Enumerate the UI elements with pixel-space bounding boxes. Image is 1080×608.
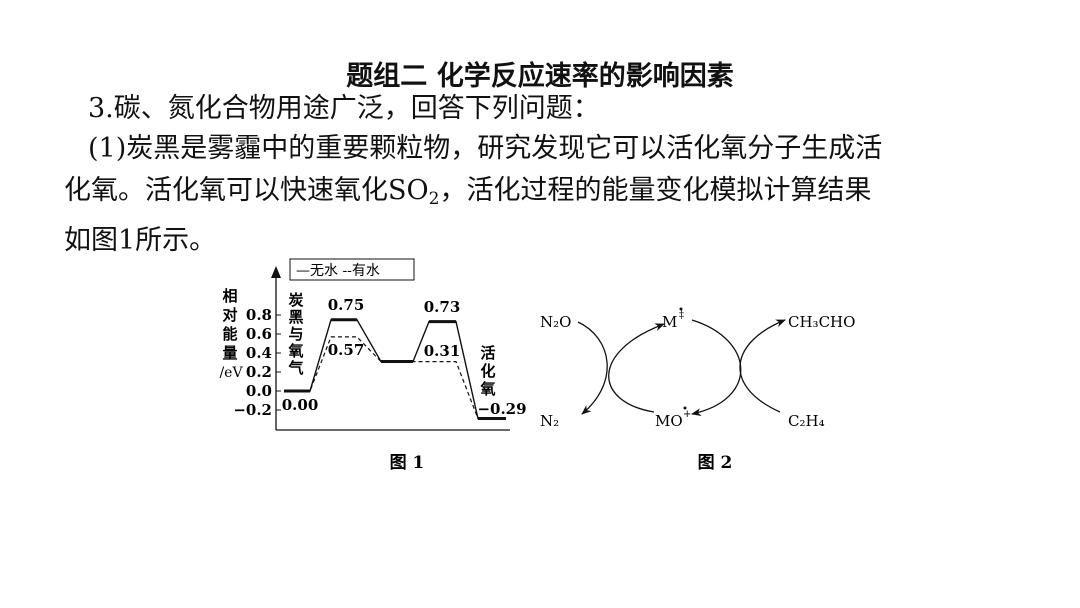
y-tick-label: −0.2 [233,401,272,419]
species-ch3cho: CH₃CHO [788,313,855,331]
annotation-product: −0.29 [477,400,526,418]
product-label: 活 化 氧 [479,344,495,398]
product-char-2: 化 [480,362,495,380]
legend-text: —无水 --有水 [296,263,380,279]
figure2-catalytic-cycle: N₂O N₂ M ‡ MO + CH₃CHO C₂H₄ 图 2 [540,307,855,473]
reactant-char-4: 氧 [287,342,303,360]
ylabel-char-1: 相 [222,287,237,305]
species-mo: MO [655,412,683,430]
arrow-n2o-to-n2 [577,321,608,415]
ylabel-char-4: 量 [222,344,237,362]
annotation-reactant: 0.00 [282,396,319,414]
figure1-caption: 图 1 [390,453,425,473]
species-n2: N₂ [540,412,559,430]
y-tick-label: 0.0 [246,382,272,400]
part1-line2-before: 化氧。活化氧可以快速氧化SO [64,175,429,206]
y-tick-label: 0.2 [246,363,272,381]
section-title: 题组二 化学反应速率的影响因素 [346,61,734,92]
figure2-caption: 图 2 [698,453,733,473]
reactant-label: 炭 黑 与 氧 气 [287,291,303,377]
reactant-char-3: 与 [288,325,303,343]
mo-radical-dot [683,406,687,410]
figure1-energy-diagram: 0.80.60.40.20.0−0.2 —无水 --有水 相 对 能 量 /eV… [219,258,527,473]
legend-box [289,258,415,281]
arrow-m-to-mo [691,319,742,417]
annotation-intermediate: 0.31 [424,342,461,360]
y-axis-label: 相 对 能 量 /eV [219,287,243,381]
so2-subscript: 2 [428,189,440,209]
product-char-3: 氧 [479,380,495,398]
ylabel-unit: /eV [219,365,243,381]
value-annotations: 0.75 0.57 0.73 0.31 0.00 −0.29 [282,296,527,418]
species-m-sup: ‡ [679,310,684,321]
species-c2h4: C₂H₄ [788,412,825,430]
annotation-ts2-dry: 0.73 [424,298,461,316]
part1-line1: (1)炭黑是雾霾中的重要颗粒物，研究发现它可以活化氧分子生成活 [88,133,883,164]
annotation-ts1-dry: 0.75 [328,296,365,314]
species-m: M [662,313,677,331]
y-axis-arrow [271,266,281,278]
y-ticks: 0.80.60.40.20.0−0.2 [233,306,281,419]
reactant-char-1: 炭 [288,291,303,309]
part1-paragraph: (1)炭黑是雾霾中的重要颗粒物，研究发现它可以活化氧分子生成活 化氧。活化氧可以… [64,128,1024,262]
species-n2o: N₂O [540,313,571,331]
figure2-species: N₂O N₂ M ‡ MO + CH₃CHO C₂H₄ [540,307,855,430]
part1-line3: 如图1所示。 [64,225,217,256]
arrow-mo-to-m [608,323,665,413]
energy-levels [284,318,506,421]
m-radical-dot [679,307,683,311]
question-line: 3.碳、氮化合物用途广泛，回答下列问题： [88,93,600,124]
reactant-char-5: 气 [287,359,303,377]
part1-line2-after: ，活化过程的能量变化模拟计算结果 [439,175,872,206]
y-tick-label: 0.6 [246,325,272,343]
y-tick-label: 0.8 [246,306,272,324]
ylabel-char-3: 能 [222,325,237,343]
reactant-char-2: 黑 [288,308,303,326]
arrow-c2h4-to-ch3cho [739,319,786,413]
product-char-1: 活 [480,344,495,362]
part1-line2: 化氧。活化氧可以快速氧化SO2，活化过程的能量变化模拟计算结果 [64,170,1024,220]
y-tick-label: 0.4 [246,344,272,362]
species-mo-sup: + [683,409,691,420]
annotation-ts1-wet: 0.57 [328,341,365,359]
ylabel-char-2: 对 [222,306,237,324]
